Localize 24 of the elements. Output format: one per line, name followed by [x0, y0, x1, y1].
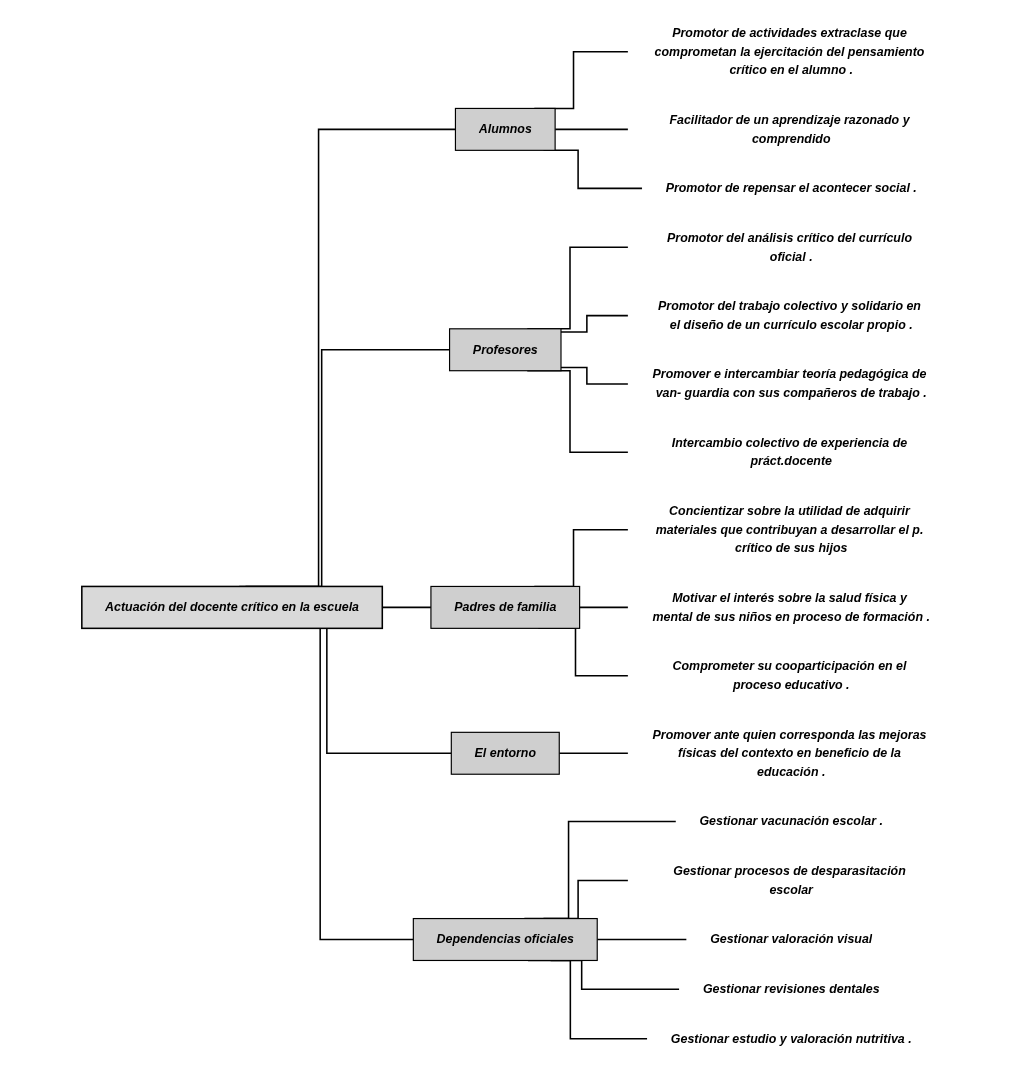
node-text: Motivar el interés sobre la salud física y mental de sus niños en proceso de formación . — [652, 591, 930, 623]
node-text: Concientizar sobre la utilidad de adquirir materiales que contribuyan a desarrollar el p. crítico de sus hijos — [655, 504, 924, 555]
node-text: Comprometer su cooparticipación en el proceso educativo . — [672, 659, 907, 692]
node-box — [81, 585, 384, 630]
node-box — [454, 107, 556, 151]
node-text: Promotor del análisis crítico del currículo oficial . — [667, 231, 912, 263]
connector — [560, 314, 630, 333]
node-text: Promover ante quien corresponda las mejoras físicas del contexto en beneficio de la educación . — [652, 727, 927, 779]
node-text: Promover e intercambiar teoría pedagógica de van- guardia con sus compañeros de trabajo . — [652, 367, 927, 400]
node-text: Intercambio colectivo de experiencia de práct.docente — [671, 435, 908, 468]
node-text: Facilitador de un aprendizaje razonado y comprendido — [669, 113, 910, 145]
node-text: Promotor de repensar el acontecer social . — [665, 181, 917, 195]
node-text: Gestionar revisiones dentales — [702, 982, 880, 996]
node-box — [450, 731, 560, 775]
node-box — [449, 328, 562, 372]
node-text: Gestionar valoración visual — [710, 932, 873, 946]
node-text: Gestionar estudio y valoración nutritiva . — [670, 1031, 912, 1046]
node-box — [412, 917, 598, 962]
node-text: Gestionar vacunación escolar . — [699, 814, 883, 828]
connector — [560, 366, 630, 385]
node-text: Promotor de actividades extraclase que comprometan la ejercitación del pensamiento crítico en el alumno . — [654, 26, 925, 77]
node-box — [430, 585, 581, 629]
node-text: Promotor del trabajo colectivo y solidario en el diseño de un currículo escolar propio . — [658, 299, 921, 332]
node-text: Gestionar procesos de desparasitación escolar — [673, 864, 906, 897]
